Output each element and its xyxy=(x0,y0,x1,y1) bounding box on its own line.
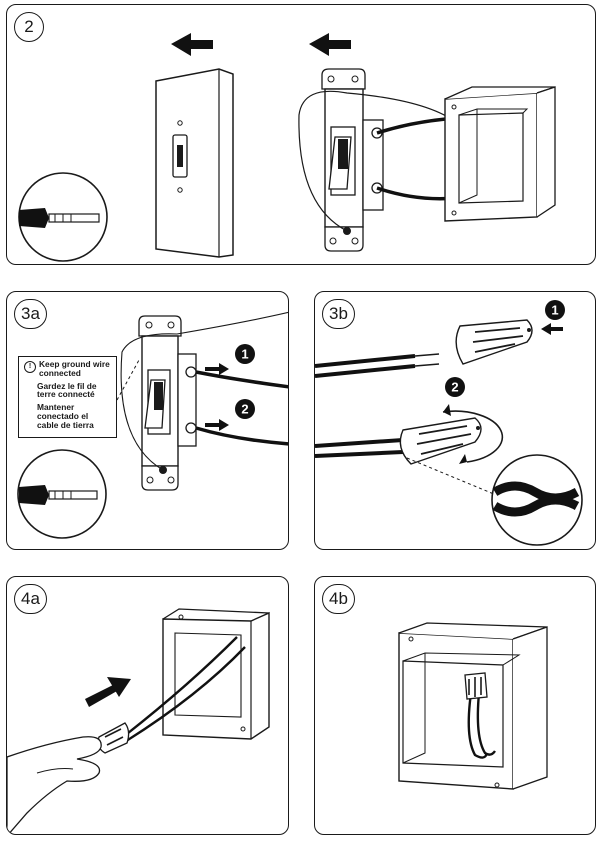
hand-icon xyxy=(7,736,102,834)
arrow-right-icon xyxy=(205,419,229,431)
step-badge: 3a xyxy=(14,299,47,329)
step-2-illustration xyxy=(18,33,556,262)
svg-text:1: 1 xyxy=(241,347,248,362)
callout-french: Gardez le fil de terre connecté xyxy=(37,380,97,400)
step-3b-illustration: 1 2 xyxy=(315,300,583,546)
arrow-left-icon xyxy=(541,323,563,335)
ground-wire-callout: ! Keep ground wire connected Gardez le f… xyxy=(18,356,117,438)
marker-2: 2 xyxy=(235,399,255,419)
push-arrow-icon xyxy=(85,677,131,707)
step-badge: 3b xyxy=(322,299,355,329)
step-4a-illustration xyxy=(7,608,270,834)
switch-icon xyxy=(321,68,384,252)
electrical-box-icon xyxy=(444,86,556,222)
step-4b-panel: 4b xyxy=(314,576,596,835)
step-2-panel: 2 xyxy=(6,4,596,265)
wire-nut-icon xyxy=(455,319,533,365)
callout-english: Keep ground wire connected xyxy=(39,359,110,378)
screwdriver-icon xyxy=(17,449,107,539)
step-badge: 4a xyxy=(14,584,47,614)
callout-spanish: Mantener conectado el cable de tierra xyxy=(37,402,94,430)
electrical-box-icon xyxy=(398,622,548,790)
wire-nut-icon xyxy=(464,672,488,700)
step-4a-panel: 4a xyxy=(6,576,289,835)
remove-arrow-icon xyxy=(171,33,213,56)
step-3a-illustration: 1 2 xyxy=(17,311,288,539)
marker-1: 1 xyxy=(235,344,255,364)
twisted-wire-icon xyxy=(491,454,583,546)
svg-text:1: 1 xyxy=(551,303,558,318)
wire-nut-icon xyxy=(97,722,130,754)
warning-icon: ! xyxy=(24,361,36,373)
svg-text:2: 2 xyxy=(451,380,458,395)
marker-2: 2 xyxy=(445,377,465,397)
screwdriver-icon xyxy=(18,172,108,262)
svg-text:2: 2 xyxy=(241,402,248,417)
step-3a-panel: 3a xyxy=(6,291,289,550)
switch-icon xyxy=(138,315,197,491)
step-4b-illustration xyxy=(398,622,548,790)
arrow-right-icon xyxy=(205,363,229,375)
wall-plate-icon xyxy=(155,68,234,258)
step-3b-panel: 3b 1 2 xyxy=(314,291,596,550)
step-badge: 2 xyxy=(14,12,44,42)
step-badge: 4b xyxy=(322,584,355,614)
wire-nut-icon xyxy=(399,417,482,465)
remove-arrow-icon xyxy=(309,33,351,56)
marker-1: 1 xyxy=(545,300,565,320)
